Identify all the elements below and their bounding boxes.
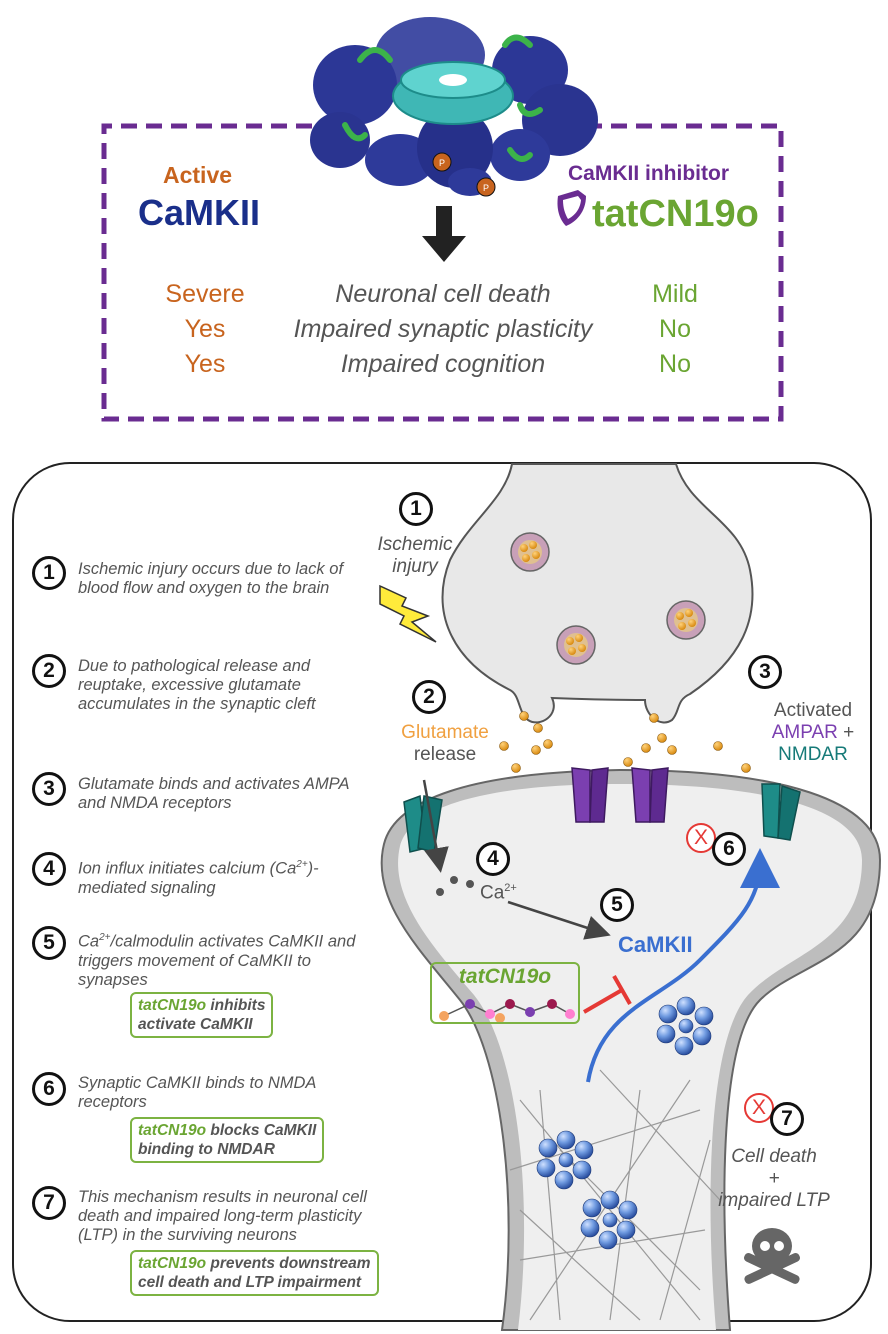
camkii-cluster-2 [580,1190,638,1250]
lightning-icon [379,584,437,643]
step-5-number: 5 [32,926,66,960]
vesicle-2 [556,625,596,665]
tatcn19o-diagram-label: tatCN19o [458,965,552,988]
ampar-2-icon [631,767,669,823]
row-3-middle: Impaired cognition [340,350,546,378]
tatcn19o-diagram-box [430,962,580,1024]
top-panel-graphics: P P [101,17,784,422]
down-arrow-icon [422,206,466,262]
step-4-text: Ion influx initiates calcium (Ca2+)-medi… [78,859,319,897]
inhibitor-name: tatCN19o [592,193,759,235]
active-label: Active [163,162,233,188]
ion-influx-arrow [422,779,449,873]
vesicle-1 [510,532,550,572]
step-3-text: Glutamate binds and activates AMPA and N… [78,775,349,812]
blocked-x-icon-6: X [686,823,716,853]
step-7-number: 7 [32,1186,66,1220]
skull-crossbones-icon [744,1228,800,1284]
peptide-chain-icon [439,999,575,1023]
inhibitor-label: CaMKII inhibitor [568,162,729,185]
step-2-text: Due to pathological release and reuptake… [78,657,316,713]
camkii-label: CaMKII [138,192,261,233]
shield-icon [557,190,586,226]
row-3-right: No [659,350,691,378]
step-1-text: Ischemic injury occurs due to lack of bl… [78,560,344,597]
calcium-label: Ca2+ [480,882,517,904]
step-7-text: This mechanism results in neuronal cell … [78,1188,367,1244]
dashed-frame [101,123,784,422]
diagram-number-4: 4 [476,842,510,876]
diagram-number-1: 1 [399,492,433,526]
step-2-number: 2 [32,654,66,688]
camkii-cluster-1 [536,1130,594,1190]
step-5-text: Ca2+/calmodulin activates CaMKII and tri… [78,932,356,989]
calcium-ions [436,876,474,896]
presynaptic-terminal [441,463,754,724]
calcium-to-camkii-arrow [507,900,611,940]
step-6-number: 6 [32,1072,66,1106]
nmdar-left-icon [403,794,443,853]
step-6-text: Synaptic CaMKII binds to NMDA receptors [78,1074,316,1111]
row-3-left: Yes [184,350,226,378]
diagram-number-3: 3 [748,655,782,689]
row-1-left: Severe [165,280,245,308]
cell-death-label: Cell death+impaired LTP [718,1146,830,1211]
glutamate-molecules [499,711,751,773]
step-3-number: 3 [32,772,66,806]
diagram-number-6: 6 [712,832,746,866]
step-4-number: 4 [32,852,66,886]
inhibition-line [582,988,624,1014]
row-2-middle: Impaired synaptic plasticity [293,315,593,343]
row-2-left: Yes [184,315,226,343]
phospho-label-1: P [439,158,445,168]
vesicle-3 [666,600,706,640]
nmdar-right-icon [761,783,801,841]
camkii-holoenzyme-icon [310,17,598,197]
camkii-cluster-active [656,996,714,1056]
blocked-x-icon-7: X [744,1093,774,1123]
camkii-diagram-label: CaMKII [618,932,693,957]
row-1-middle: Neuronal cell death [335,280,551,308]
step-1-number: 1 [32,556,66,590]
diagram-number-5: 5 [600,888,634,922]
row-1-right: Mild [652,280,698,308]
ampar-1-icon [571,767,609,823]
row-2-right: No [659,315,691,343]
camkii-translocation-arrow [586,848,780,1083]
diagram-number-2: 2 [412,680,446,714]
phospho-label-2: P [483,183,489,193]
diagram-number-7: 7 [770,1102,804,1136]
